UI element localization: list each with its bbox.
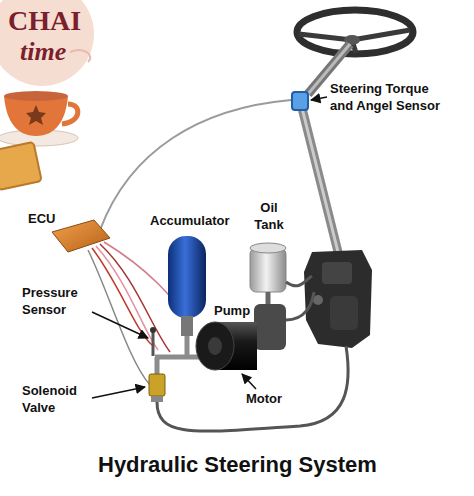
biscuit [0, 142, 42, 190]
star-anise [26, 105, 46, 125]
oil-tank [250, 248, 286, 292]
accumulator-neck [181, 316, 193, 336]
hydraulic-pipe [185, 336, 190, 357]
tank-cap [250, 243, 286, 253]
leader-arrow [242, 374, 256, 389]
valve-fitting [151, 396, 163, 402]
chai-cup [4, 96, 68, 136]
leader-arrow [92, 312, 148, 338]
hydraulic-pipe [155, 357, 160, 374]
watermark-text: CHAI [8, 6, 81, 36]
steering-wheel [297, 10, 413, 54]
wheel-spoke [352, 30, 410, 40]
ecu-box [52, 220, 110, 252]
watermark-text: time [20, 38, 66, 66]
leader-arrow [311, 97, 327, 100]
part-label: Solenoid Valve [22, 382, 90, 416]
torque-angle-sensor [292, 92, 308, 110]
solenoid-valve [149, 374, 165, 396]
tank-outlet [266, 292, 271, 304]
motor-shaft [208, 337, 222, 355]
motor-face [196, 322, 234, 370]
leader-arrow [92, 387, 145, 398]
part-label: Steering Torque and Angel Sensor [330, 80, 454, 114]
pressure-sensor-tip [150, 327, 156, 333]
ecu-wire [100, 244, 170, 352]
return-hose [286, 276, 312, 286]
wheel-spoke [299, 34, 352, 40]
ecu-wire [88, 250, 150, 385]
steering-column [302, 108, 338, 252]
ecu-wire [96, 246, 158, 350]
part-label: Pump [214, 302, 250, 319]
pressure-hose [286, 292, 314, 320]
pressure-sensor [152, 330, 155, 356]
column-highlight [302, 108, 338, 252]
part-label: Pressure Sensor [22, 284, 90, 318]
hydraulic-hose [157, 346, 348, 431]
cup-handle [62, 104, 78, 124]
part-label: Accumulator [150, 212, 229, 229]
accumulator [168, 236, 206, 318]
part-label: Motor [246, 390, 282, 407]
diagram-title: Hydraulic Steering System [98, 452, 377, 478]
steering-gear [304, 250, 372, 348]
logo-disc [0, 0, 94, 86]
gear-valve [322, 262, 352, 284]
logo-swirl [70, 50, 90, 62]
pump [254, 304, 286, 350]
part-label: Oil Tank [248, 199, 290, 233]
part-label: ECU [28, 210, 55, 227]
chai-surface [4, 91, 68, 101]
gear-housing [330, 296, 358, 330]
